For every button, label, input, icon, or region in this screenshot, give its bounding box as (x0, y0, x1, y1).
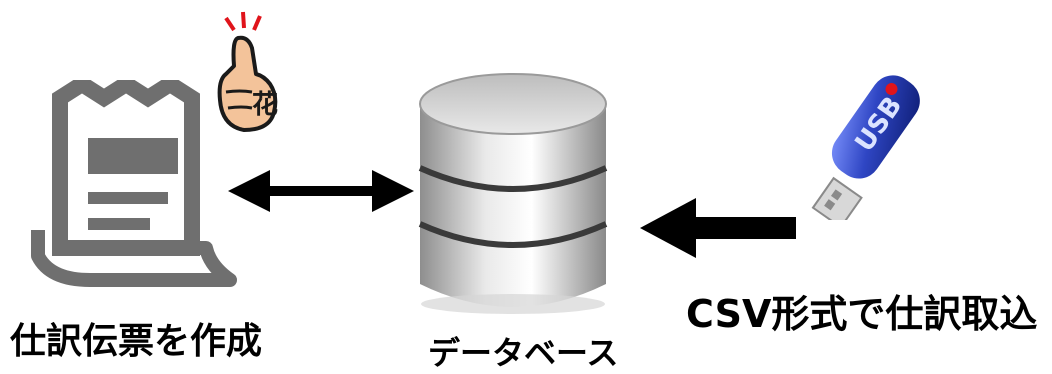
import-arrow-icon (640, 198, 796, 258)
voucher-document-icon (31, 80, 237, 287)
thumbs-up-icon: 花 (217, 11, 278, 132)
voucher-label: 仕訳伝票を作成 (10, 321, 263, 362)
database-icon (418, 73, 608, 314)
thumb-stamp-char: 花 (252, 90, 278, 120)
database-label: データベース (428, 334, 619, 372)
csv-import-label: CSV形式で仕訳取込 (686, 292, 1038, 336)
usb-drive-icon: USB (811, 75, 920, 220)
double-arrow-icon (228, 170, 414, 212)
